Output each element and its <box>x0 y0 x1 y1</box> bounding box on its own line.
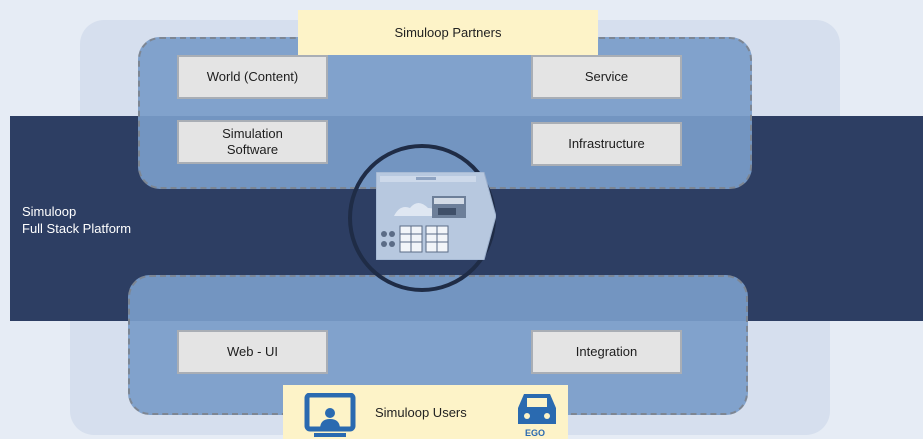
car-icon <box>518 394 556 424</box>
platform-label: Simuloop Full Stack Platform <box>22 204 132 236</box>
simulation-software-box: Simulation Software <box>177 120 328 164</box>
ego-label: EGO <box>525 428 546 438</box>
infrastructure-box: Infrastructure <box>531 122 682 166</box>
presenter-screen-icon <box>304 393 356 437</box>
users-label: Simuloop Users <box>375 405 467 420</box>
simuloop-platform-screenshot-icon <box>376 172 496 260</box>
integration-box: Integration <box>531 330 682 374</box>
world-content-box: World (Content) <box>177 55 328 99</box>
service-box: Service <box>531 55 682 99</box>
partners-label: Simuloop Partners <box>394 25 502 40</box>
web-ui-box: Web - UI <box>177 330 328 374</box>
partners-box: Simuloop Partners <box>298 10 598 55</box>
